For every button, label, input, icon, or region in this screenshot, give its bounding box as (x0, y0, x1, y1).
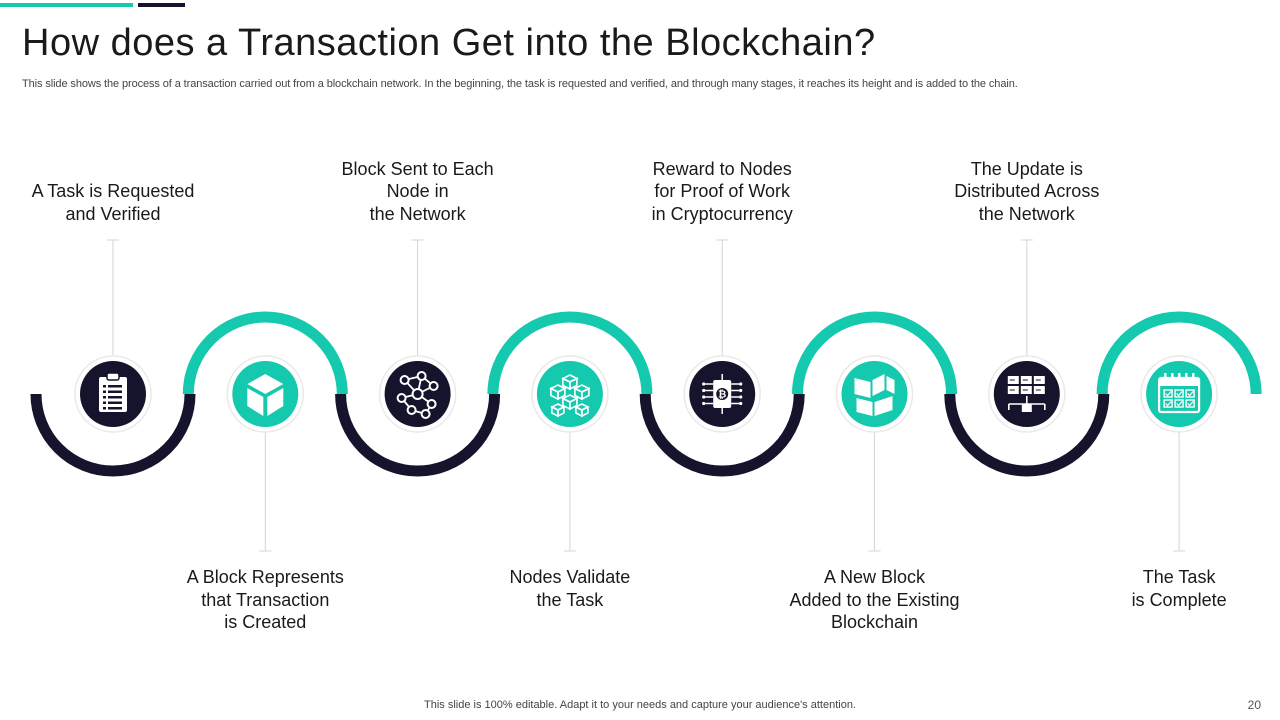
step-node-5: ₿ (683, 355, 761, 433)
node-circle-4 (536, 361, 603, 427)
step-label-line: for Proof of Work (654, 181, 791, 201)
accent-bar-navy (138, 3, 185, 7)
step-label-line: The Task (1142, 567, 1216, 587)
step-label-line: Distributed Across (954, 181, 1100, 201)
server-network-icon (1007, 376, 1046, 412)
calendar-check-icon (1157, 373, 1201, 414)
step-label-line: that Transaction (201, 589, 330, 610)
accent-bar-teal (0, 3, 133, 7)
step-label-line: The Update is (970, 158, 1083, 179)
step-node-1 (74, 355, 152, 433)
step-label-line: the Task (536, 589, 604, 610)
step-label-line: Reward to Nodes (652, 158, 792, 179)
page-number: 20 (1247, 698, 1261, 712)
slide-title: How does a Transaction Get into the Bloc… (22, 22, 876, 64)
slide-subtitle: This slide shows the process of a transa… (22, 78, 1018, 90)
clipboard-icon (99, 372, 127, 412)
step-label-line: Node in (386, 181, 449, 201)
step-node-8 (1140, 355, 1218, 433)
wave-arc-3 (335, 393, 501, 477)
step-label-line: Block Sent to Each (341, 158, 494, 179)
step-node-3 (378, 355, 457, 433)
wave-arc-4 (487, 311, 653, 395)
step-node-7 (988, 355, 1066, 433)
step-label-line: A New Block (823, 567, 926, 587)
step-label-line: is Complete (1131, 589, 1227, 610)
step-label-line: and Verified (65, 203, 161, 224)
stacked-blocks-icon (854, 374, 895, 416)
step-label-line: Blockchain (830, 612, 919, 632)
step-label-line: is Created (224, 612, 307, 632)
step-node-2 (226, 355, 305, 433)
step-label-line: in Cryptocurrency (651, 203, 793, 224)
bitcoin-chip-icon: ₿ (702, 374, 743, 414)
step-label-line: A Block Represents (186, 567, 344, 587)
wave-arc-2 (182, 311, 348, 395)
wave-arc-6 (792, 311, 957, 395)
step-node-4 (531, 355, 609, 433)
block-cluster-icon (549, 374, 591, 418)
step-label-line: the Network (369, 203, 466, 224)
node-circle-8 (1146, 361, 1213, 427)
step-label-line: Added to the Existing (789, 589, 960, 610)
step-label-line: A Task is Requested (31, 181, 195, 201)
wave-arc-7 (944, 393, 1110, 477)
cube-icon (247, 374, 284, 416)
svg-text:₿: ₿ (718, 389, 726, 401)
step-node-6 (835, 355, 914, 433)
wave-arc-8 (1096, 311, 1262, 395)
footer-note: This slide is 100% editable. Adapt it to… (424, 699, 856, 711)
wave-arc-1 (30, 393, 196, 477)
wave-arc-5 (639, 393, 805, 477)
step-label-line: Nodes Validate (509, 567, 631, 587)
step-label-line: the Network (978, 203, 1075, 224)
network-nodes-icon (396, 371, 439, 419)
